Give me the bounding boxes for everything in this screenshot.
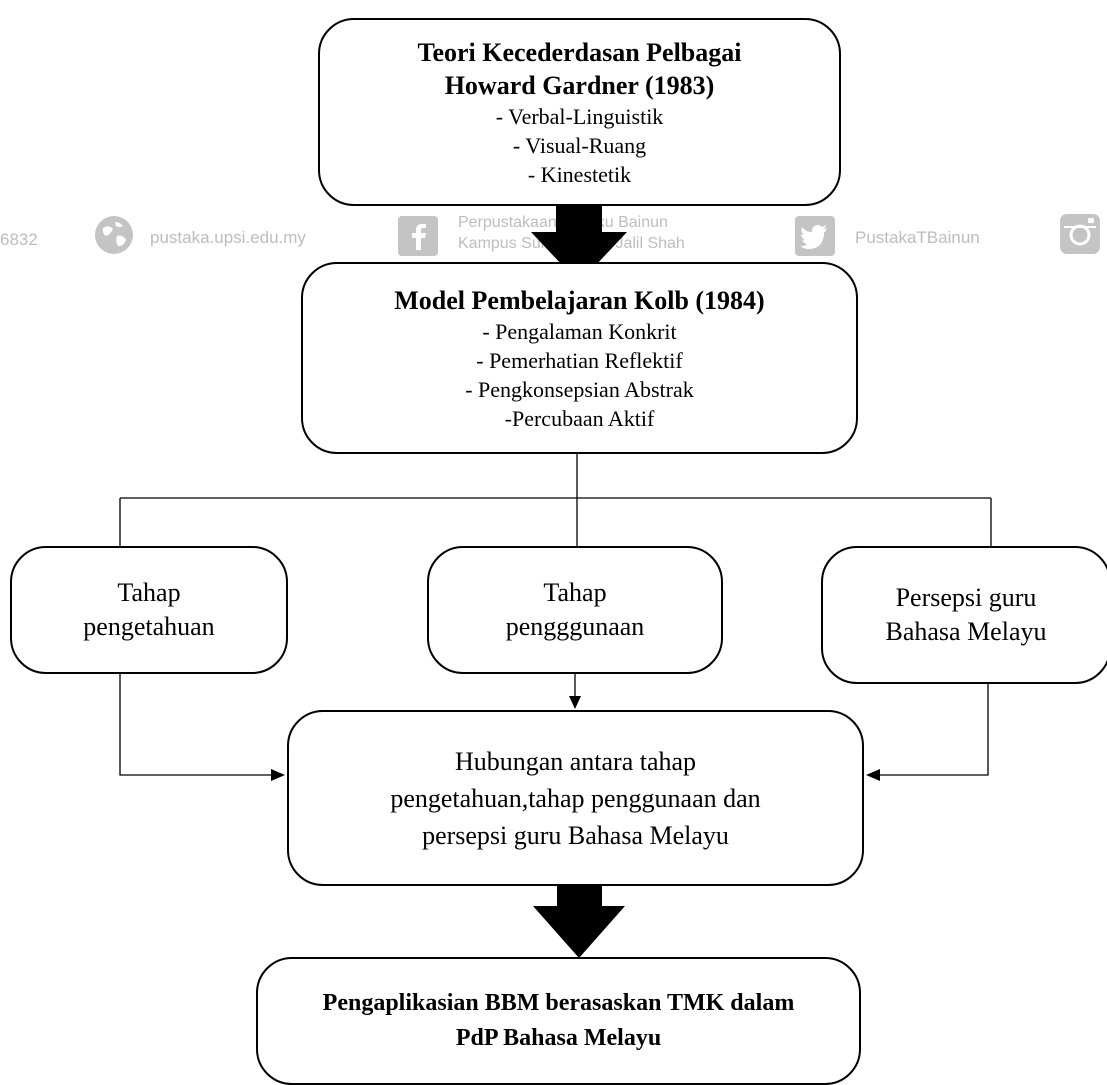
thick-arrow-relation-to-application bbox=[533, 868, 625, 958]
node-kolb-title: Model Pembelajaran Kolb (1984) bbox=[394, 285, 765, 315]
node-perception-line1: Persepsi guru bbox=[895, 583, 1037, 612]
node-gardner-item: - Verbal-Linguistik bbox=[495, 103, 664, 129]
watermark-strip: 6832 pustaka.upsi.edu.my Perpustakaan Tu… bbox=[0, 208, 1107, 258]
watermark-twitter: PustakaTBainun bbox=[855, 228, 980, 247]
node-gardner-title-line1: Teori Kecederdasan Pelbagai bbox=[417, 37, 742, 67]
arrowhead-perception bbox=[866, 769, 880, 781]
node-relation-line3: persepsi guru Bahasa Melayu bbox=[422, 820, 729, 850]
instagram-icon bbox=[1060, 214, 1100, 254]
node-gardner-theory: Teori Kecederdasan Pelbagai Howard Gardn… bbox=[318, 18, 841, 206]
node-relation-line1: Hubungan antara tahap bbox=[454, 746, 697, 776]
node-gardner-item: - Kinestetik bbox=[527, 161, 632, 187]
globe-icon bbox=[95, 216, 133, 254]
node-kolb-item: - Pengkonsepsian Abstrak bbox=[465, 376, 694, 402]
node-gardner-item: - Visual-Ruang bbox=[512, 132, 647, 158]
node-teacher-perception: Persepsi guru Bahasa Melayu bbox=[821, 546, 1107, 684]
node-knowledge-level: Tahap pengetahuan bbox=[10, 546, 288, 674]
facebook-icon bbox=[398, 216, 438, 256]
twitter-icon bbox=[795, 216, 835, 256]
node-usage-line2: pengggunaan bbox=[505, 612, 645, 641]
node-kolb-item: - Pengalaman Konkrit bbox=[482, 318, 677, 344]
node-perception-line2: Bahasa Melayu bbox=[885, 617, 1047, 646]
node-application: Pengaplikasian BBM berasaskan TMK dalam … bbox=[256, 957, 861, 1085]
node-relationship: Hubungan antara tahap pengetahuan,tahap … bbox=[287, 710, 864, 886]
node-kolb-item: - Pemerhatian Reflektif bbox=[476, 347, 683, 373]
node-knowledge-line2: pengetahuan bbox=[83, 612, 215, 641]
node-application-line2: PdP Bahasa Melayu bbox=[455, 1025, 662, 1051]
node-kolb-model: Model Pembelajaran Kolb (1984) - Pengala… bbox=[301, 262, 858, 454]
node-usage-line1: Tahap bbox=[543, 578, 607, 607]
node-gardner-title-line2: Howard Gardner (1983) bbox=[444, 70, 715, 100]
node-kolb-item: -Percubaan Aktif bbox=[504, 405, 655, 431]
arrowhead-usage bbox=[569, 696, 581, 709]
thick-arrow-theory-to-kolb bbox=[531, 206, 627, 283]
watermark-phone-fragment: 6832 bbox=[0, 230, 38, 249]
node-application-line1: Pengaplikasian BBM berasaskan TMK dalam bbox=[322, 990, 795, 1016]
connector-perception-to-relation bbox=[880, 684, 989, 776]
arrowhead-knowledge bbox=[271, 769, 285, 781]
node-relation-line2: pengetahuan,tahap penggunaan dan bbox=[390, 783, 761, 813]
connector-knowledge-to-relation bbox=[119, 674, 272, 776]
watermark-site: pustaka.upsi.edu.my bbox=[150, 228, 306, 247]
node-usage-level: Tahap pengggunaan bbox=[427, 546, 723, 674]
node-knowledge-line1: Tahap bbox=[117, 578, 181, 607]
